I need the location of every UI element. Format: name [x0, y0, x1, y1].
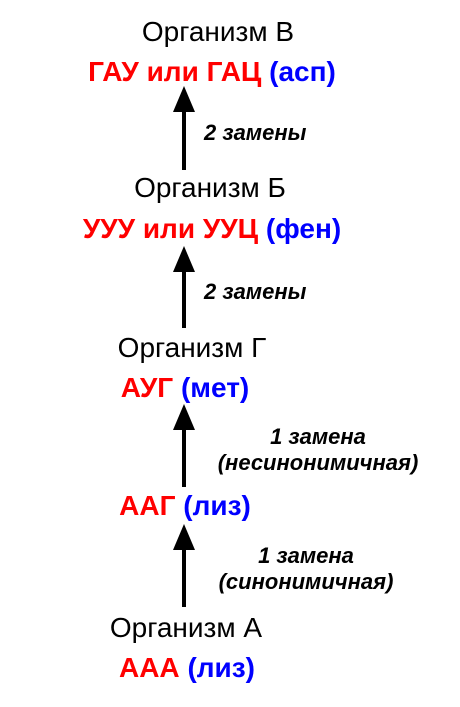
node-b-codon: УУУ или УУЦ [82, 213, 259, 244]
arrow-2-label: 2 замены [204, 279, 307, 304]
arrow-3-label: 1 замена (несинонимичная) [196, 424, 440, 476]
arrow-4-label: 1 замена (синонимичная) [196, 543, 416, 595]
arrow-1-label: 2 замены [204, 120, 307, 145]
node-a-sequence: ААА (лиз) [0, 652, 417, 684]
arrow-b-to-g [173, 246, 195, 328]
node-b-title: Организм Б [134, 172, 286, 203]
node-b-amino-acid: (фен) [265, 213, 342, 244]
node-a-codon: ААА [118, 652, 180, 683]
node-g-codon: АУГ [120, 372, 174, 403]
arrow-3-label-line1: 1 замена [270, 424, 366, 449]
node-intermediate-amino-acid: (лиз) [183, 490, 251, 521]
node-v-title: Организм В [141, 16, 295, 47]
node-g-sequence: АУГ (мет) [0, 372, 415, 404]
node-g-title: Организм Г [117, 332, 267, 363]
node-b-sequence: УУУ или УУЦ (фен) [0, 213, 442, 245]
node-a-title: Организм А [109, 612, 263, 643]
node-a-amino-acid: (лиз) [187, 652, 256, 683]
arrow-3-label-line2: (несинонимичная) [217, 450, 419, 475]
arrow-v-to-b [173, 86, 195, 170]
arrow-4-label-line1: 1 замена [258, 543, 354, 568]
arrow-g-to-aag [173, 404, 195, 487]
node-v-sequence: ГАУ или ГАЦ (асп) [0, 56, 442, 88]
node-v-codon: ГАУ или ГАЦ [88, 56, 262, 87]
node-intermediate-codon: ААГ [119, 490, 176, 521]
node-v-amino-acid: (асп) [269, 56, 336, 87]
node-intermediate-sequence: ААГ (лиз) [0, 490, 415, 522]
node-g-amino-acid: (мет) [180, 372, 250, 403]
arrow-aag-to-a [173, 524, 195, 607]
arrow-4-label-line2: (синонимичная) [218, 569, 394, 594]
